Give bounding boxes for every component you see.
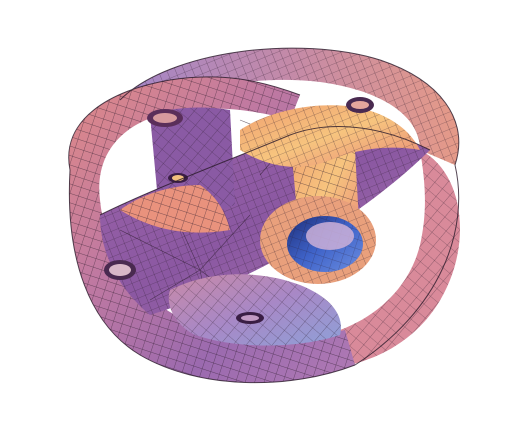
- tunnel-hole: [260, 196, 376, 284]
- lower-lobe: [168, 274, 341, 346]
- small-holes: [104, 97, 374, 324]
- right-band: [340, 150, 460, 365]
- surface-edges: [68, 47, 460, 384]
- gold-saddle: [120, 105, 420, 233]
